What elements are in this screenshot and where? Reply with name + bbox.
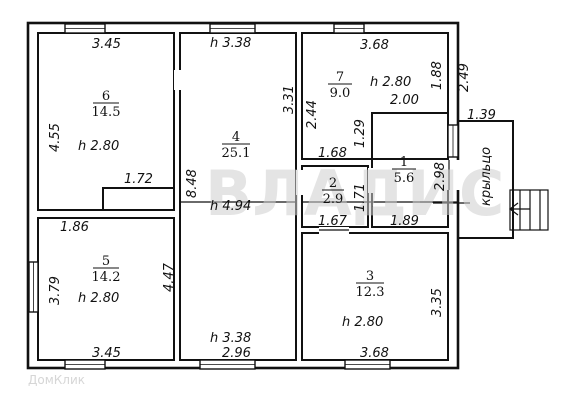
room-1-label: 1 5.6 — [392, 155, 416, 186]
dimension: 4.55 — [48, 123, 63, 152]
room-height: h 3.38 — [210, 36, 251, 51]
room-number: 6 — [102, 89, 110, 104]
room-number: 2 — [329, 176, 337, 191]
room-number: 3 — [366, 269, 374, 284]
dimension: 3.45 — [92, 346, 121, 361]
height-label: h 3.38 — [210, 331, 251, 346]
dimension: 3.68 — [360, 346, 389, 361]
dimension: 3.79 — [48, 276, 63, 305]
dimension: 8.48 — [185, 169, 200, 198]
room-height: h 2.80 — [78, 291, 119, 306]
room-area: 14.2 — [92, 270, 121, 285]
room-area: 12.3 — [356, 285, 385, 300]
room-number: 4 — [232, 130, 240, 145]
dimension: 2.00 — [390, 93, 419, 108]
room-height: h 2.80 — [342, 315, 383, 330]
dimension: 1.86 — [60, 220, 89, 235]
room-number: 7 — [336, 70, 344, 85]
dimension: 1.67 — [318, 214, 348, 229]
room-6-label: 6 14.5 h 2.80 — [78, 89, 120, 154]
room-7-outline — [301, 32, 449, 160]
room-4-label: 4 25.1 h 3.38 — [210, 36, 251, 161]
dimension: 3.45 — [92, 37, 121, 52]
room-6-outline — [37, 32, 175, 211]
dimension: 3.35 — [430, 288, 445, 317]
dimension: 4.47 — [162, 262, 177, 292]
height-label: h 4.94 — [210, 199, 251, 214]
room-height: h 2.80 — [78, 139, 119, 154]
room-number: 1 — [400, 155, 408, 170]
dimension: 3.31 — [282, 85, 297, 114]
dimension: 3.68 — [360, 38, 389, 53]
dimension: 2.49 — [457, 63, 472, 92]
room-2-label: 2 2.9 — [322, 176, 344, 207]
room-area: 25.1 — [222, 146, 251, 161]
dimension: 2.44 — [305, 100, 320, 129]
room-area: 14.5 — [92, 105, 121, 120]
dimension: 2.96 — [222, 346, 251, 361]
room-area: 2.9 — [323, 192, 344, 207]
dimension: 1.68 — [318, 146, 347, 161]
porch-label: крыльцо — [479, 147, 494, 206]
room-height: h 2.80 — [370, 75, 411, 90]
dimension-labels: 3.45 3.68 2.49 1.88 2.00 1.39 4.55 3.31 … — [48, 37, 496, 361]
dimension: 1.29 — [353, 119, 368, 148]
room-number: 5 — [102, 254, 110, 269]
room-7-label: 7 9.0 h 2.80 — [328, 70, 411, 101]
room-3-label: 3 12.3 h 2.80 — [342, 269, 384, 330]
dimension: 1.72 — [124, 172, 153, 187]
room-area: 9.0 — [330, 86, 351, 101]
watermark-logo: ВЛАДИС — [205, 157, 504, 230]
watermark-site: ДомКлик — [28, 373, 85, 387]
dimension: 1.88 — [430, 61, 445, 90]
dimension: 2.98 — [433, 162, 448, 191]
dimension: 1.39 — [467, 108, 496, 123]
room-5-label: 5 14.2 h 2.80 — [78, 254, 120, 306]
dimension: 1.89 — [390, 214, 419, 229]
room-area: 5.6 — [394, 171, 415, 186]
dimension: 1.71 — [353, 183, 368, 212]
